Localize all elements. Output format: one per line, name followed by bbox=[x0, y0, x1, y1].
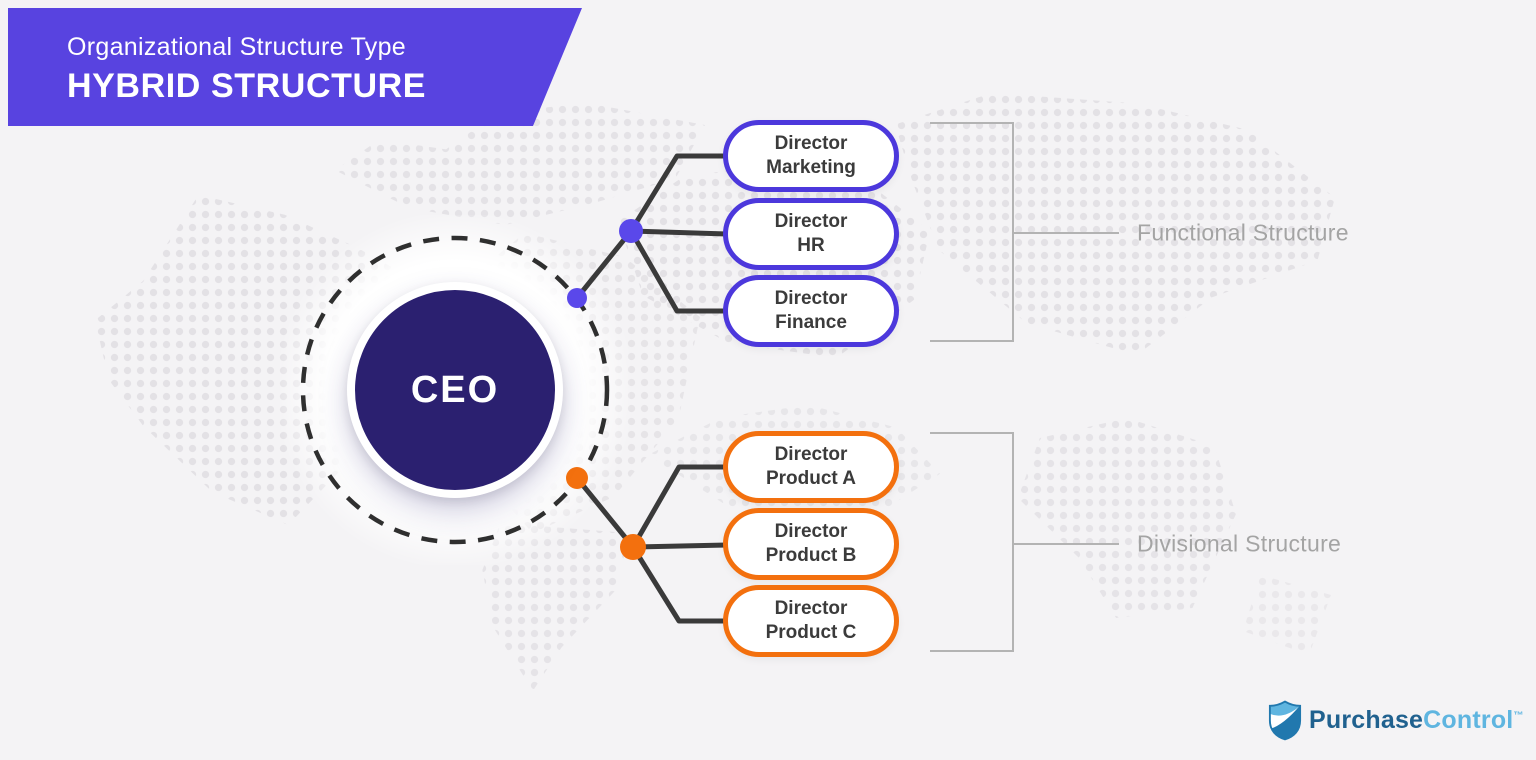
node-director-product-b: Director Product B bbox=[723, 508, 899, 580]
ceo-node: CEO bbox=[347, 282, 563, 498]
header-subtitle: Organizational Structure Type bbox=[67, 33, 406, 61]
page-title: HYBRID STRUCTURE bbox=[67, 67, 427, 105]
node-director-product-c: Director Product C bbox=[723, 585, 899, 657]
functional-bracket bbox=[930, 122, 1014, 342]
purple-junction-dot bbox=[619, 219, 643, 243]
functional-wires bbox=[575, 153, 728, 314]
node-label-line1: Director bbox=[774, 444, 848, 466]
ceo-label: CEO bbox=[410, 368, 500, 411]
brand-part2: Control bbox=[1423, 705, 1514, 734]
node-label-line2: Marketing bbox=[766, 157, 856, 178]
divisional-wires bbox=[575, 464, 728, 624]
divisional-bracket bbox=[930, 432, 1014, 652]
node-director-finance: Director Finance bbox=[723, 275, 899, 347]
node-director-marketing: Director Marketing bbox=[723, 120, 899, 192]
node-label-line2: Product B bbox=[765, 545, 857, 566]
node-label-line2: HR bbox=[797, 235, 825, 256]
orange-junction-dot bbox=[620, 534, 646, 560]
node-director-hr: Director HR bbox=[723, 198, 899, 270]
brand-wordmark: PurchaseControl™ bbox=[1309, 706, 1524, 735]
node-label-line1: Director bbox=[774, 288, 848, 310]
ceo-dashed-orbit bbox=[300, 235, 610, 545]
node-label-line1: Director bbox=[774, 521, 848, 543]
brand-logo: PurchaseControl™ bbox=[1268, 699, 1524, 741]
node-label-line2: Product C bbox=[765, 622, 857, 643]
orange-orbit-dot bbox=[566, 467, 588, 489]
node-label-line2: Product A bbox=[765, 468, 857, 489]
node-label-line2: Finance bbox=[775, 312, 847, 333]
node-label-line1: Director bbox=[774, 133, 848, 155]
node-label-line1: Director bbox=[774, 598, 848, 620]
node-director-product-a: Director Product A bbox=[723, 431, 899, 503]
brand-part1: Purchase bbox=[1309, 705, 1424, 734]
node-label-line1: Director bbox=[774, 211, 848, 233]
purple-orbit-dot bbox=[567, 288, 587, 308]
shield-icon bbox=[1268, 700, 1302, 740]
trademark-symbol: ™ bbox=[1513, 710, 1524, 722]
functional-structure-label: Functional Structure bbox=[1137, 219, 1349, 246]
header-banner: Organizational Structure Type HYBRID STR… bbox=[8, 8, 582, 126]
divisional-structure-label: Divisional Structure bbox=[1137, 530, 1342, 557]
